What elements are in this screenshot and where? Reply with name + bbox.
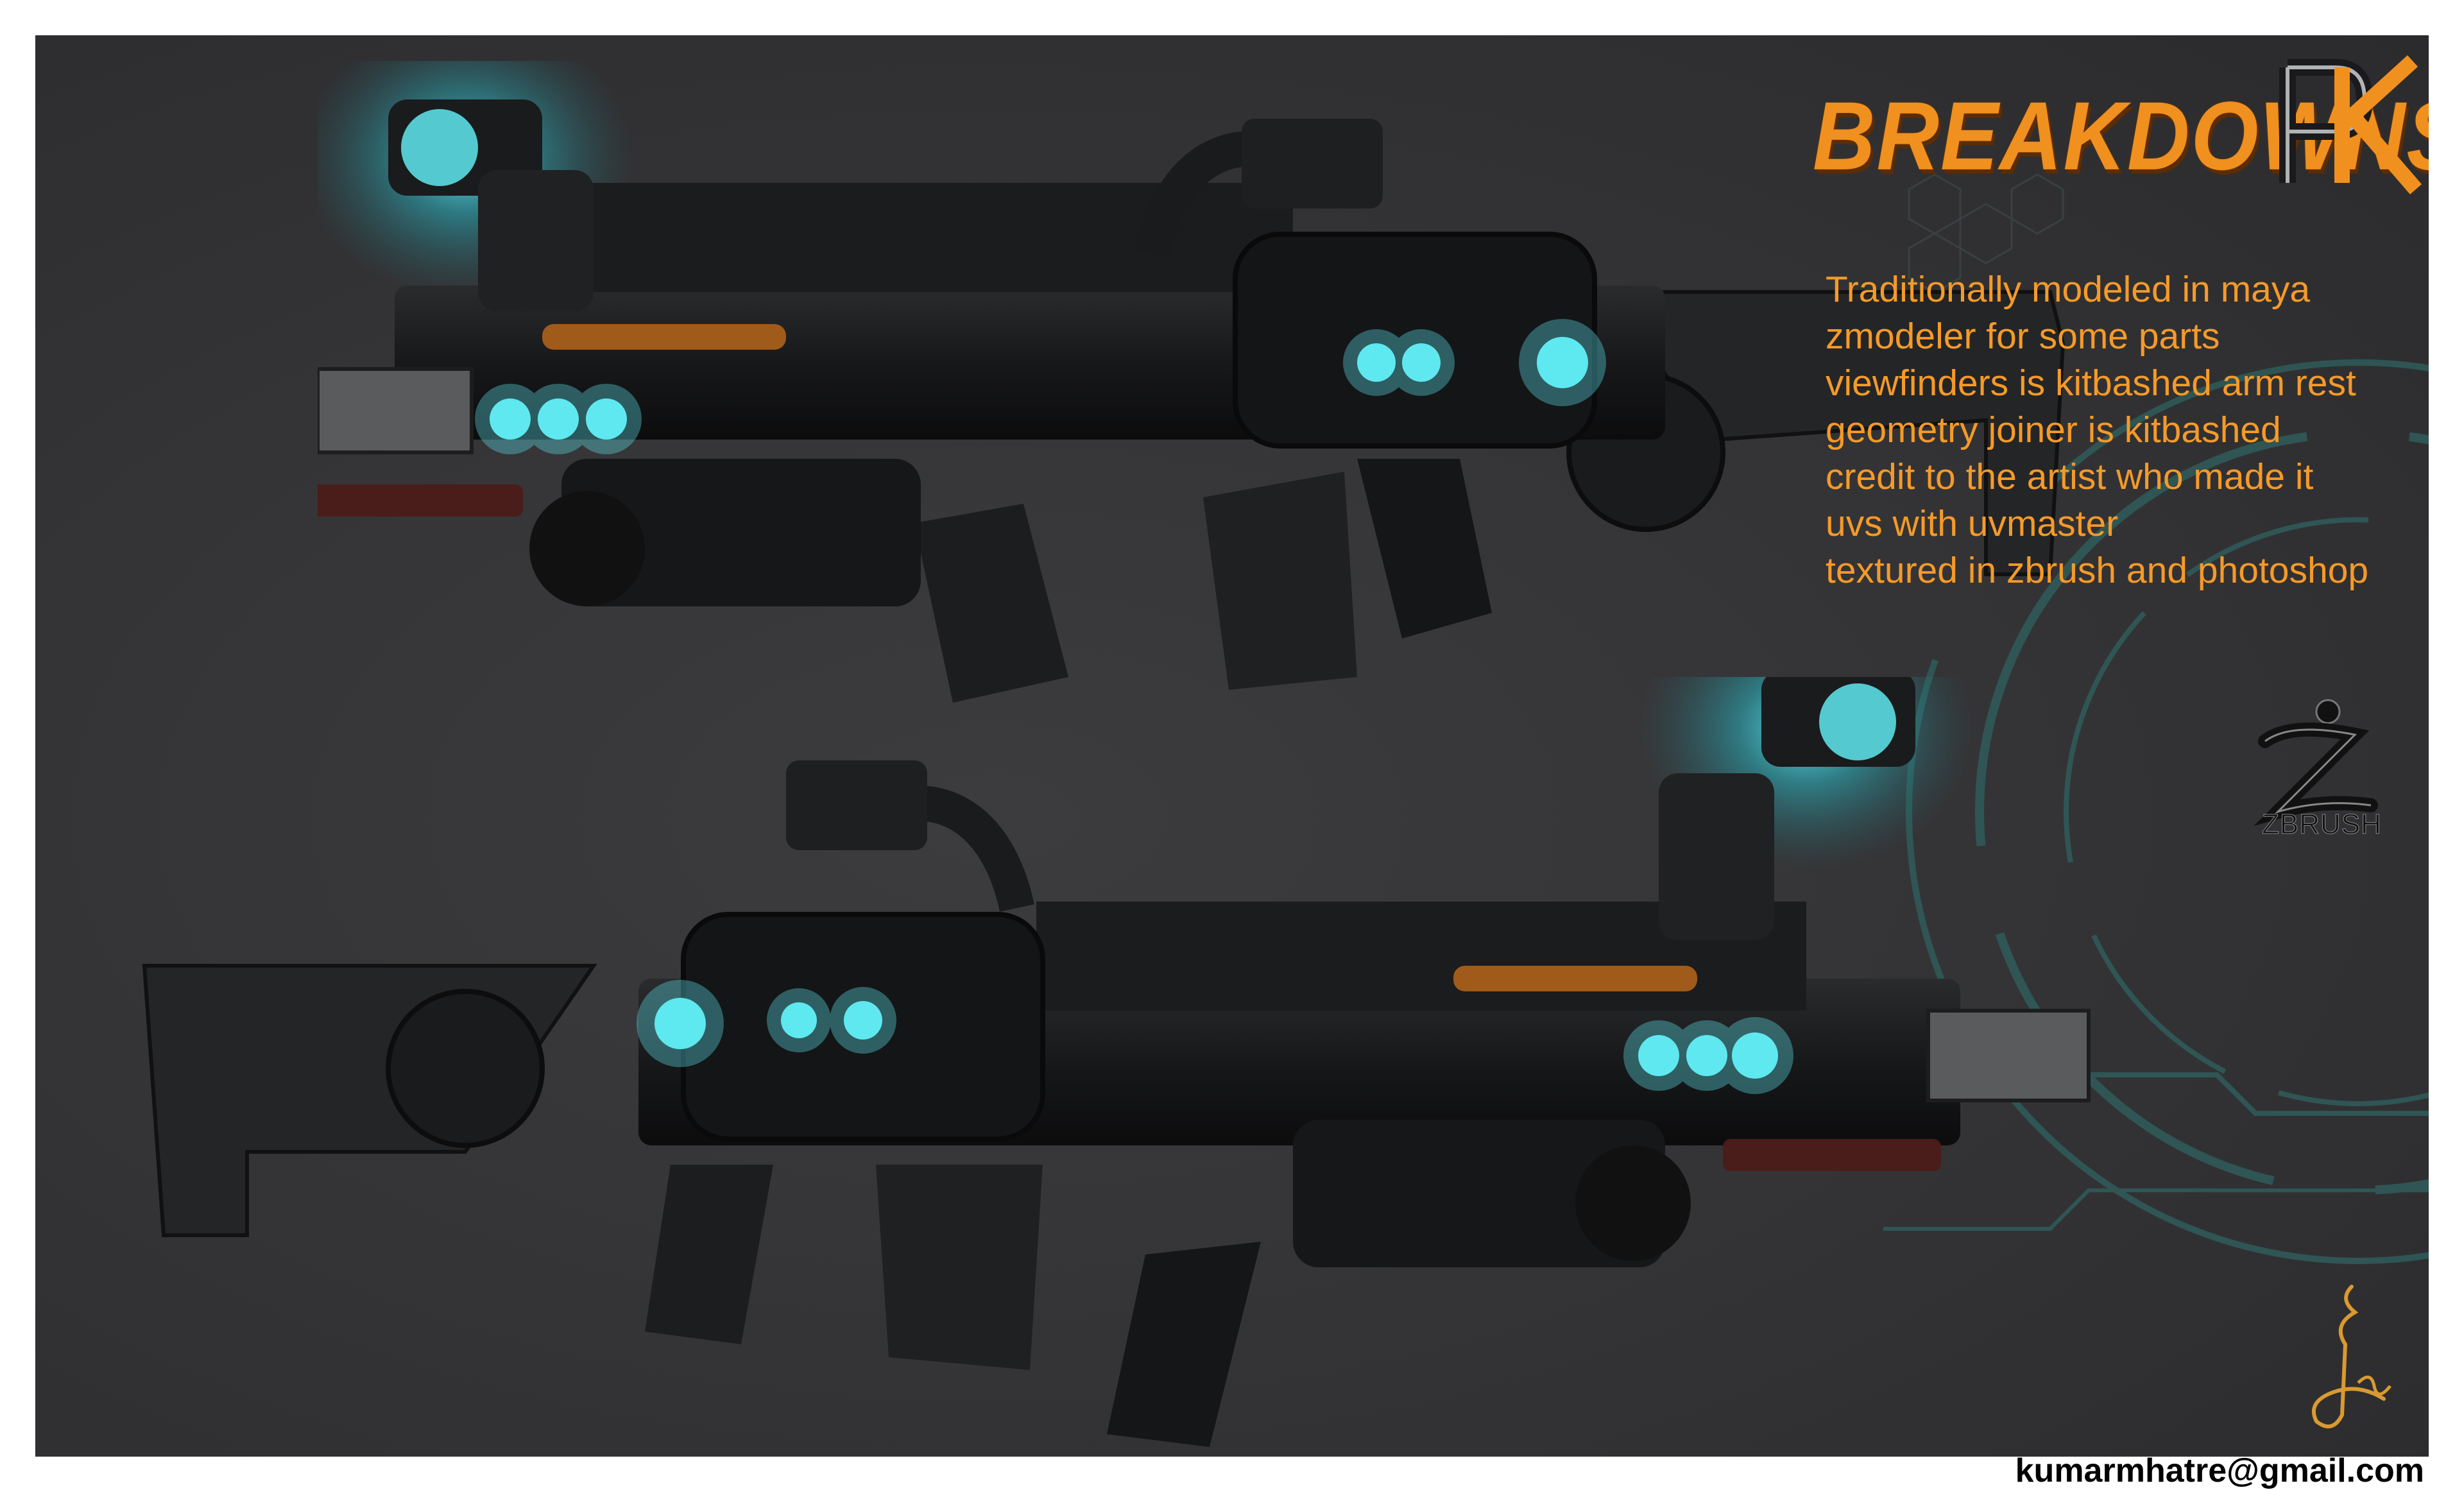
- description-line: credit to the artist who made it: [1826, 456, 2314, 497]
- description-line: viewfinders is kitbashed arm rest: [1826, 363, 2356, 404]
- description-line: textured in zbrush and photoshop: [1826, 550, 2369, 591]
- rifle-render-top: [318, 61, 2066, 703]
- description-line: Traditionally modeled in maya: [1826, 269, 2311, 310]
- rifle-render-bottom: [142, 677, 2091, 1447]
- description-line: uvs with uvmaster: [1826, 503, 2119, 544]
- zbrush-label: ZBRUSH: [2262, 809, 2382, 841]
- artist-signature: [2312, 1285, 2391, 1428]
- contact-email: kumarmhatre@gmail.com: [2015, 1452, 2424, 1489]
- description-list: Traditionally modeled in maya zmodeler f…: [1826, 266, 2368, 594]
- pk-logo-icon: [2279, 55, 2422, 194]
- description-line: zmodeler for some parts: [1826, 316, 2220, 357]
- description-line: geometry joiner is kitbashed: [1826, 409, 2281, 450]
- artwork-panel: BREAKDOWNS Traditionally modeled in maya…: [35, 35, 2429, 1457]
- zbrush-logo-icon: [2254, 699, 2378, 826]
